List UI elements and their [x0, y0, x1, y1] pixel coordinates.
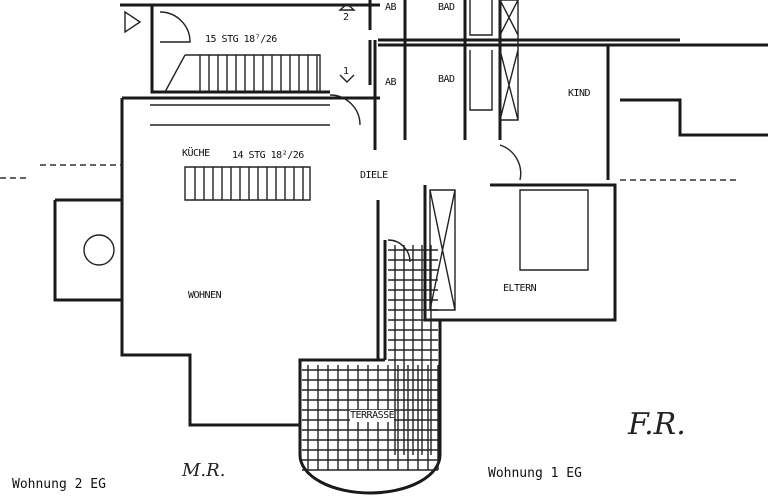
initials-right: F.R.: [628, 407, 686, 442]
room-label-kitchen: KÜCHE: [182, 148, 210, 159]
room-label-terrace: TERRASSE: [350, 410, 395, 422]
caption-left: Wohnung 2 EG: [12, 477, 106, 492]
caption-right: Wohnung 1 EG: [488, 466, 582, 481]
stair-label-upper: 15 STG 18⁷/26: [205, 34, 277, 45]
stair-up-marker: 2: [343, 12, 349, 23]
room-label-child: KIND: [568, 88, 591, 99]
room-label-wc-bottom: AB: [385, 77, 397, 88]
room-label-wc-top: AB: [385, 2, 397, 13]
stair-label-lower: 14 STG 18²/26: [232, 150, 304, 161]
room-label-hall: DIELE: [360, 170, 388, 181]
stair-down-marker: 1: [343, 66, 349, 77]
room-label-parents: ELTERN: [503, 283, 537, 294]
room-label-living: WOHNEN: [188, 290, 222, 301]
initials-left: M.R.: [182, 460, 226, 481]
room-label-bath-bottom: BAD: [438, 74, 455, 85]
room-label-bath-top: BAD: [438, 2, 455, 13]
